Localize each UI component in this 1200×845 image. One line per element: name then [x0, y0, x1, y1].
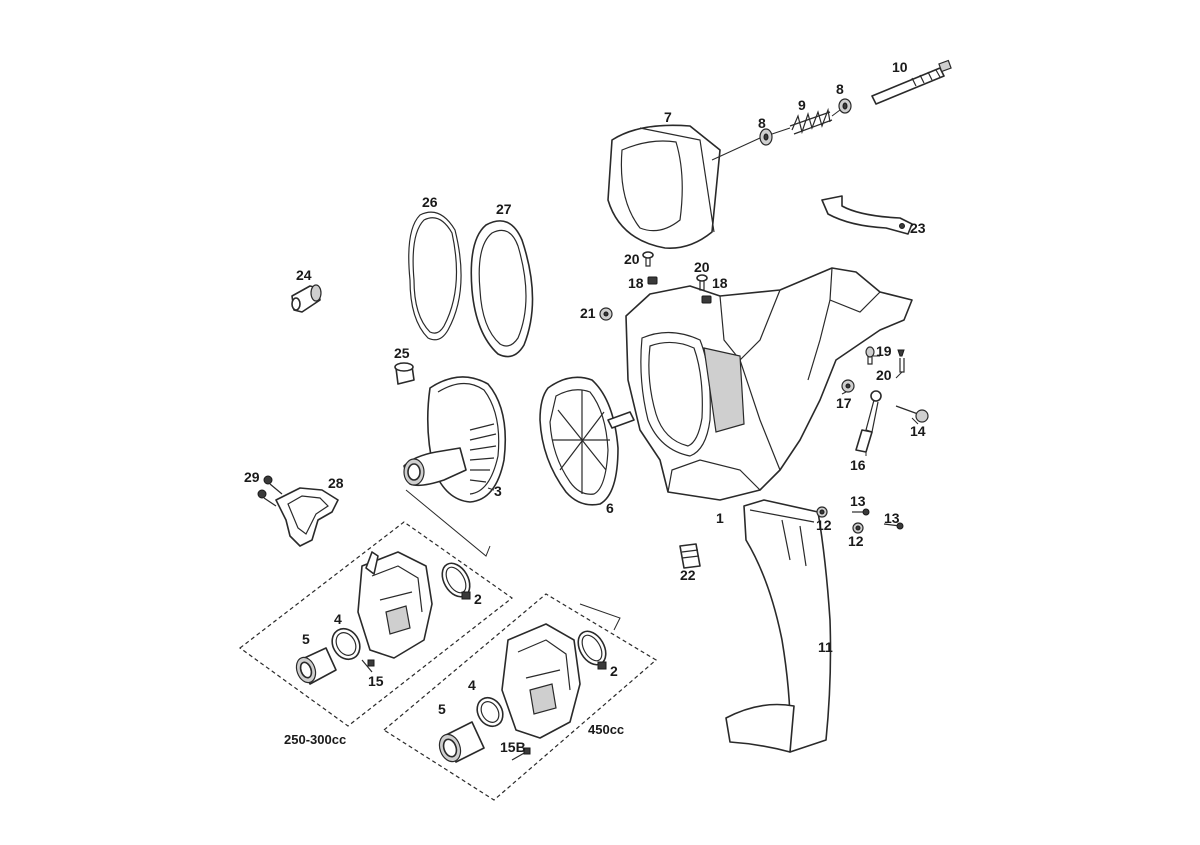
label-2: 2: [610, 663, 618, 679]
label-2: 2: [474, 591, 482, 607]
label-6: 6: [606, 500, 614, 516]
label-17: 17: [836, 395, 852, 411]
label-20: 20: [876, 367, 892, 383]
part-1-airbox[interactable]: [625, 267, 913, 501]
part-13-screw-lower[interactable]: [883, 522, 904, 530]
part-20-screw-middle[interactable]: [696, 274, 708, 291]
part-14-bolt[interactable]: [895, 405, 929, 423]
part-8-washer-right[interactable]: [838, 98, 852, 114]
label-1: 1: [716, 510, 724, 526]
label-10: 10: [892, 59, 908, 75]
part-22-drain-valve[interactable]: [679, 543, 701, 569]
label-21: 21: [580, 305, 596, 321]
label-23: 23: [910, 220, 926, 236]
label-3: 3: [494, 483, 502, 499]
label-13: 13: [884, 510, 900, 526]
label-15: 15: [368, 673, 384, 689]
part-29-screws[interactable]: [257, 475, 283, 507]
part-13-screw-upper[interactable]: [852, 508, 870, 516]
part-24-plug[interactable]: [291, 284, 322, 313]
part-11-mudguard[interactable]: [725, 499, 832, 753]
label-7: 7: [664, 109, 672, 125]
label-22: 22: [680, 567, 696, 583]
assembly-box-250-300cc: [238, 489, 514, 727]
part-6-filter-holder[interactable]: [539, 376, 635, 506]
label-16: 16: [850, 457, 866, 473]
label-4: 4: [468, 677, 476, 693]
label-29: 29: [244, 469, 260, 485]
label-26: 26: [422, 194, 438, 210]
label-20: 20: [624, 251, 640, 267]
label-5: 5: [302, 631, 310, 647]
assembly-box-450cc: [382, 593, 658, 801]
part-19-clip[interactable]: [897, 349, 905, 373]
label-13: 13: [850, 493, 866, 509]
label-20: 20: [694, 259, 710, 275]
label-8: 8: [758, 115, 766, 131]
part-16-tensioner[interactable]: [855, 390, 882, 453]
label-18: 18: [712, 275, 728, 291]
label-12: 12: [848, 533, 864, 549]
part-27-gasket[interactable]: [470, 220, 534, 358]
label-25: 25: [394, 345, 410, 361]
label-24: 24: [296, 267, 312, 283]
part-10-bolt[interactable]: [871, 59, 952, 105]
label-11: 11: [818, 639, 833, 655]
label-9: 9: [798, 97, 806, 113]
part-labels: 1 2 2 3 4 4 5 5 6 7 8 8 9 10 11 12 12 13…: [244, 59, 926, 755]
label-15b: 15B: [500, 739, 526, 755]
part-26-ring[interactable]: [408, 211, 462, 341]
part-28-manifold[interactable]: [275, 487, 339, 547]
label-19: 19: [876, 343, 892, 359]
part-17-nut[interactable]: [841, 379, 855, 393]
part-18-nut-left[interactable]: [647, 276, 658, 285]
part-23-bracket[interactable]: [821, 195, 913, 235]
part-21-grommet[interactable]: [599, 307, 613, 321]
label-4: 4: [334, 611, 342, 627]
part-12-nut-upper[interactable]: [816, 506, 828, 518]
label-12: 12: [816, 517, 832, 533]
variant-label-450cc: 450cc: [588, 722, 624, 737]
label-18: 18: [628, 275, 644, 291]
part-20-screw-left[interactable]: [642, 251, 654, 267]
part-3-air-filter[interactable]: [403, 376, 507, 503]
part-12-nut-lower[interactable]: [852, 522, 864, 534]
part-25-cap[interactable]: [394, 362, 415, 385]
part-8-washer-left[interactable]: [759, 128, 773, 146]
label-5: 5: [438, 701, 446, 717]
part-19-grommet[interactable]: [865, 346, 875, 365]
label-27: 27: [496, 201, 512, 217]
part-18-nut-right[interactable]: [701, 295, 712, 304]
part-7-filter-cage[interactable]: [607, 124, 721, 249]
label-28: 28: [328, 475, 344, 491]
variant-label-250-300cc: 250-300cc: [284, 732, 346, 747]
label-8: 8: [836, 81, 844, 97]
label-14: 14: [910, 423, 926, 439]
part-9-spring[interactable]: [789, 107, 833, 135]
